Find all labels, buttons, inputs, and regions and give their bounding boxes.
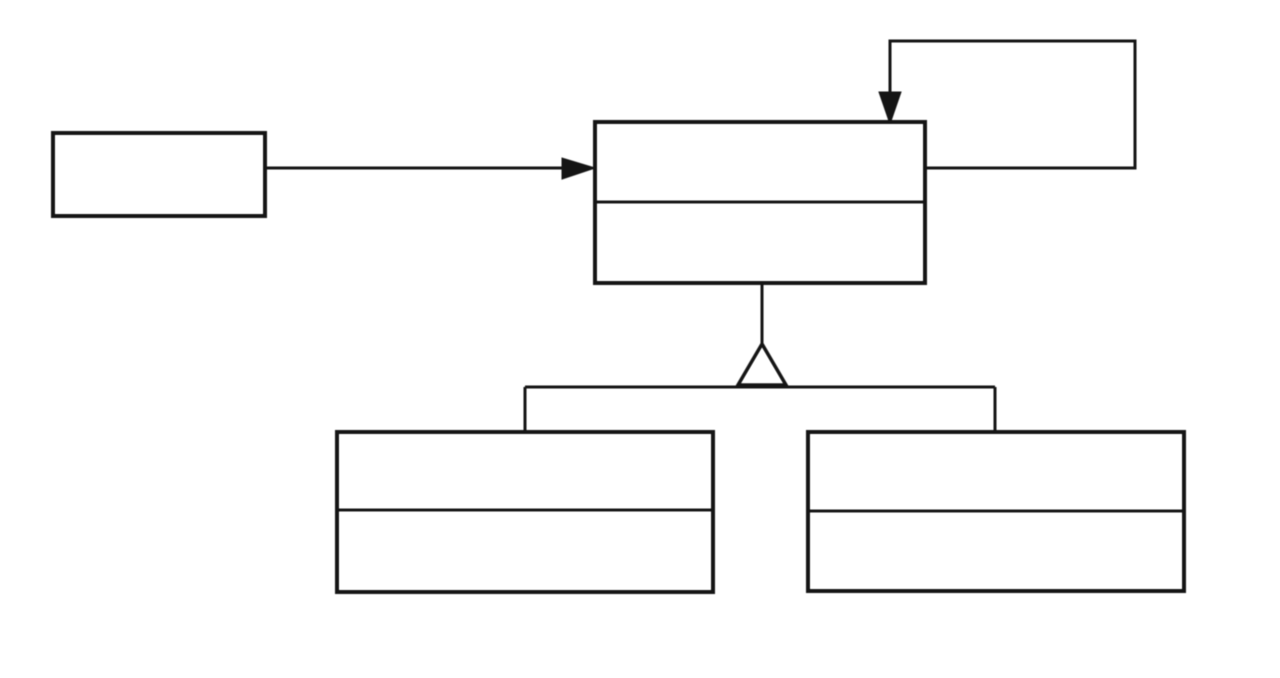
association-arrow — [265, 157, 597, 180]
child-class-box-left — [335, 430, 715, 594]
self-association-loop-line — [888, 39, 1137, 170]
parent-class-box — [593, 120, 927, 285]
association-arrowhead-icon — [561, 157, 597, 180]
self-association-loop — [878, 39, 1137, 170]
child-class-box-right — [806, 430, 1186, 593]
left-box — [51, 131, 267, 218]
left-box-rect — [51, 131, 267, 218]
generalization-connector — [523, 283, 997, 432]
self-association-arrowhead-icon — [878, 91, 902, 126]
child-class-box-left-rect — [335, 430, 715, 594]
generalization-hollow-triangle-icon — [734, 340, 790, 387]
